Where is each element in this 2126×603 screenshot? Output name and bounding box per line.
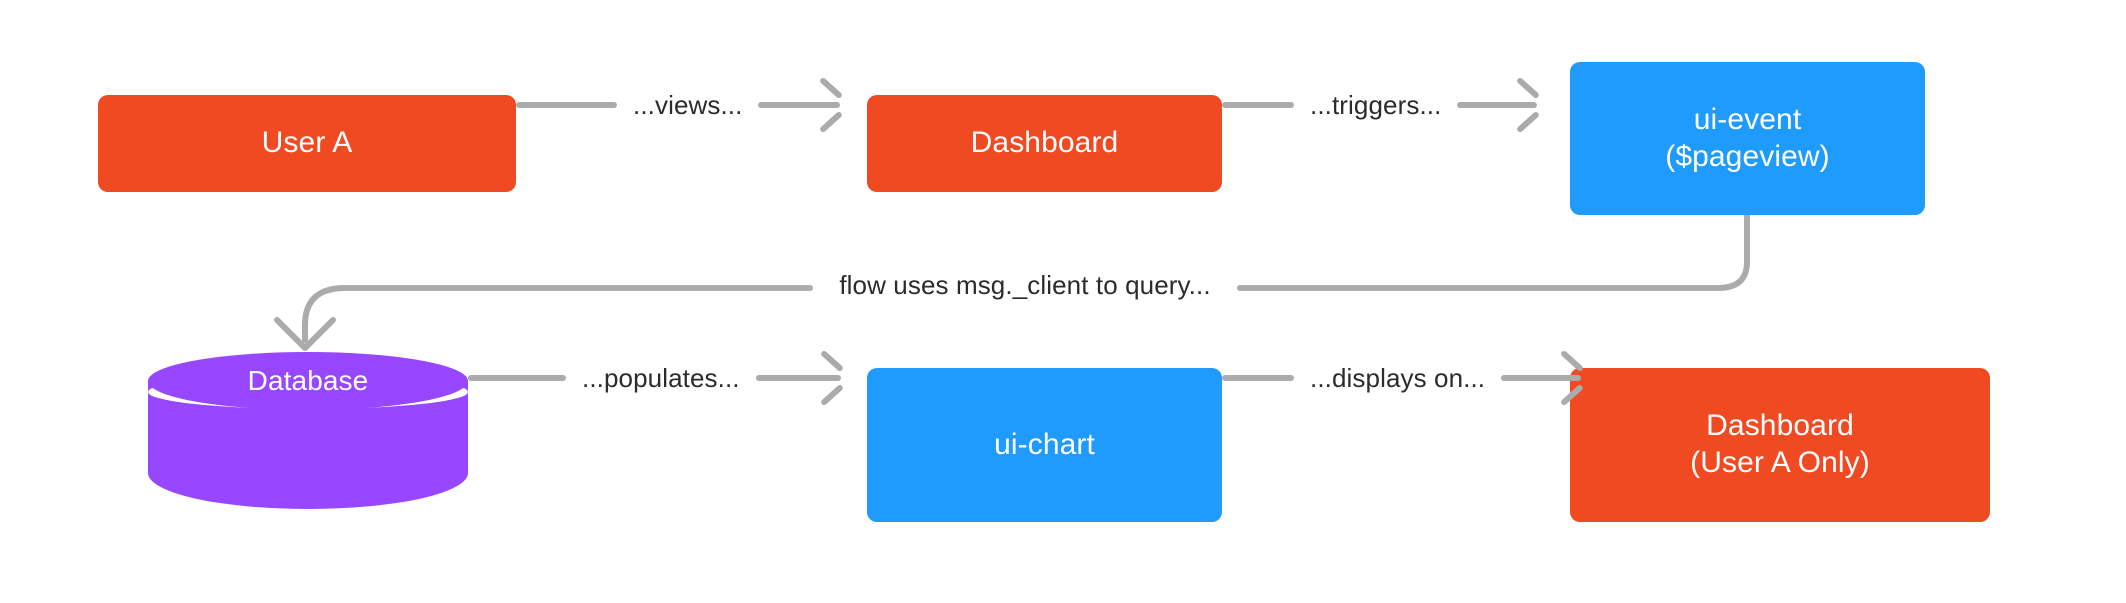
- node-ui-event[interactable]: ui-event ($pageview): [1570, 62, 1925, 215]
- node-dashboard-bottom[interactable]: Dashboard (User A Only): [1570, 368, 1990, 522]
- edge-populates: ...populates...: [468, 358, 841, 398]
- node-ui-event-label: ui-event: [1693, 102, 1802, 136]
- node-user-a-label: User A: [261, 126, 353, 160]
- edge-populates-segment-right: [755, 375, 841, 381]
- node-dashboard-bottom-label: Dashboard: [1706, 409, 1854, 443]
- edge-populates-segment-left: [468, 375, 566, 381]
- node-database[interactable]: Database: [148, 352, 468, 538]
- edge-displays: ...displays on...: [1222, 358, 1582, 398]
- edge-label-views: ...views...: [633, 90, 743, 120]
- node-user-a[interactable]: User A: [98, 95, 516, 192]
- edge-label-displays: ...displays on...: [1310, 363, 1486, 393]
- edge-views: ...views...: [516, 85, 841, 125]
- node-dashboard-top[interactable]: Dashboard: [867, 95, 1222, 192]
- edge-displays-segment-right: [1501, 375, 1582, 381]
- database-cylinder-top: Database: [148, 352, 468, 410]
- edge-displays-segment-left: [1222, 375, 1294, 381]
- edge-views-segment-right: [758, 102, 841, 108]
- node-ui-event-sublabel: ($pageview): [1665, 139, 1830, 173]
- edge-label-triggers: ...triggers...: [1310, 90, 1442, 120]
- edge-triggers-segment-left: [1222, 102, 1294, 108]
- edge-views-segment-left: [516, 102, 617, 108]
- node-ui-chart-label: ui-chart: [994, 427, 1095, 461]
- node-ui-chart[interactable]: ui-chart: [867, 368, 1222, 522]
- node-dashboard-bottom-sublabel: (User A Only): [1690, 446, 1870, 479]
- edge-label-query: flow uses msg._client to query...: [839, 270, 1211, 300]
- edge-triggers: ...triggers...: [1222, 85, 1538, 125]
- edge-label-populates: ...populates...: [582, 363, 740, 393]
- node-dashboard-top-label: Dashboard: [970, 126, 1119, 160]
- edge-triggers-segment-right: [1457, 102, 1538, 108]
- node-database-label: Database: [247, 365, 369, 396]
